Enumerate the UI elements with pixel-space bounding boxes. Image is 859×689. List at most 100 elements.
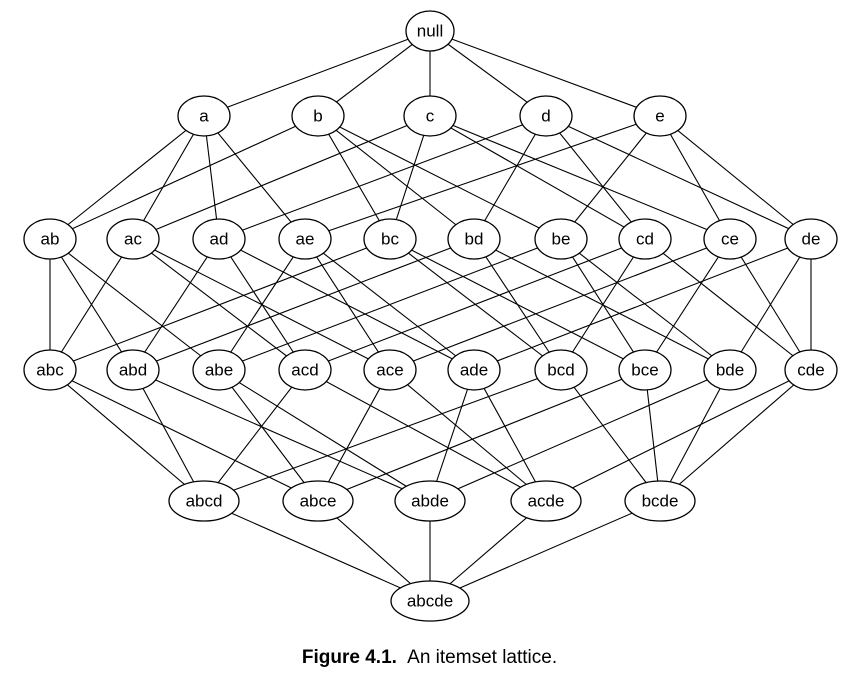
node-ellipse xyxy=(447,349,501,391)
node-ellipse xyxy=(405,10,455,52)
node-ellipse xyxy=(447,218,501,260)
node-acd: acd xyxy=(278,349,332,391)
node-e: e xyxy=(633,95,687,137)
edge-bcde-abcde xyxy=(429,500,661,602)
node-ellipse xyxy=(519,95,573,137)
edge-abcd-abcde xyxy=(203,500,431,602)
node-ellipse xyxy=(403,95,457,137)
node-ellipse xyxy=(192,218,246,260)
node-ellipse xyxy=(618,349,672,391)
edge-acd-abcd xyxy=(203,369,306,502)
edge-b-ab xyxy=(49,115,319,240)
node-label: bce xyxy=(631,361,658,380)
node-ellipse xyxy=(624,480,696,522)
node-label: a xyxy=(199,107,209,126)
node-label: e xyxy=(655,107,664,126)
node-bd: bd xyxy=(447,218,501,260)
node-ace: ace xyxy=(363,349,417,391)
node-bc: bc xyxy=(363,218,417,260)
node-acde: acde xyxy=(510,480,582,522)
node-label: d xyxy=(541,107,550,126)
edge-null-a xyxy=(203,30,431,117)
edge-bce-bcde xyxy=(644,369,661,502)
node-ac: ac xyxy=(106,218,160,260)
node-ellipse xyxy=(278,349,332,391)
node-label: bde xyxy=(716,361,744,380)
node-ellipse xyxy=(784,349,838,391)
edge-bd-abd xyxy=(132,238,475,371)
edge-abd-abcd xyxy=(132,369,205,502)
edge-c-ce xyxy=(429,115,731,240)
edge-ace-acde xyxy=(389,369,547,502)
node-bce: bce xyxy=(618,349,672,391)
edge-null-e xyxy=(429,30,661,117)
edge-d-de xyxy=(545,115,812,240)
node-ellipse xyxy=(703,349,757,391)
edge-ce-ace xyxy=(389,238,731,371)
node-abcd: abcd xyxy=(168,480,240,522)
node-abc: abc xyxy=(23,349,77,391)
edge-b-bd xyxy=(317,115,475,240)
node-label: abd xyxy=(119,361,147,380)
edge-e-ce xyxy=(659,115,731,240)
node-bcd: bcd xyxy=(534,349,588,391)
edge-d-ad xyxy=(218,115,547,240)
node-label: bcde xyxy=(642,492,679,511)
edge-bcd-abcd xyxy=(203,369,562,502)
edge-de-bde xyxy=(729,238,812,371)
lattice-edges xyxy=(49,30,812,602)
edge-bc-abc xyxy=(49,238,391,371)
edge-e-be xyxy=(560,115,661,240)
caption-label: Figure 4.1. xyxy=(301,647,397,668)
node-be: be xyxy=(534,218,588,260)
node-ellipse xyxy=(633,95,687,137)
node-abe: abe xyxy=(192,349,246,391)
node-ellipse xyxy=(363,218,417,260)
node-label: bcd xyxy=(547,361,574,380)
edge-cde-acde xyxy=(545,369,812,502)
node-b: b xyxy=(291,95,345,137)
node-ellipse xyxy=(177,95,231,137)
edge-bd-bde xyxy=(473,238,731,371)
figure-caption: Figure 4.1. An itemset lattice. xyxy=(0,647,859,669)
node-abce: abce xyxy=(282,480,354,522)
edge-c-ac xyxy=(132,115,431,240)
node-label: abce xyxy=(300,492,337,511)
node-ade: ade xyxy=(447,349,501,391)
node-label: c xyxy=(426,107,435,126)
node-label: cd xyxy=(636,230,654,249)
edge-ae-ace xyxy=(304,238,391,371)
edge-cd-bcd xyxy=(560,238,646,371)
node-label: ade xyxy=(460,361,488,380)
node-ellipse xyxy=(23,349,77,391)
edge-ad-abd xyxy=(132,238,220,371)
node-abde: abde xyxy=(394,480,466,522)
edge-abd-abde xyxy=(132,369,431,502)
node-ellipse xyxy=(363,349,417,391)
node-ellipse xyxy=(192,349,246,391)
edge-be-abe xyxy=(218,238,562,371)
node-ellipse xyxy=(106,349,160,391)
node-cd: cd xyxy=(618,218,672,260)
edge-ade-acde xyxy=(473,369,547,502)
node-label: bc xyxy=(381,230,399,249)
edge-b-bc xyxy=(317,115,391,240)
node-a: a xyxy=(177,95,231,137)
node-label: ab xyxy=(41,230,60,249)
node-label: abde xyxy=(411,492,449,511)
node-ab: ab xyxy=(23,218,77,260)
node-label: bd xyxy=(465,230,484,249)
node-ellipse xyxy=(703,218,757,260)
node-de: de xyxy=(784,218,838,260)
node-bde: bde xyxy=(703,349,757,391)
edge-d-bd xyxy=(473,115,547,240)
edge-ac-abc xyxy=(49,238,134,371)
node-ellipse xyxy=(291,95,345,137)
node-label: ac xyxy=(124,230,142,249)
node-bcde: bcde xyxy=(624,480,696,522)
edge-a-ae xyxy=(203,115,306,240)
edge-abe-abce xyxy=(218,369,319,502)
edge-ce-bce xyxy=(644,238,731,371)
node-ellipse xyxy=(784,218,838,260)
